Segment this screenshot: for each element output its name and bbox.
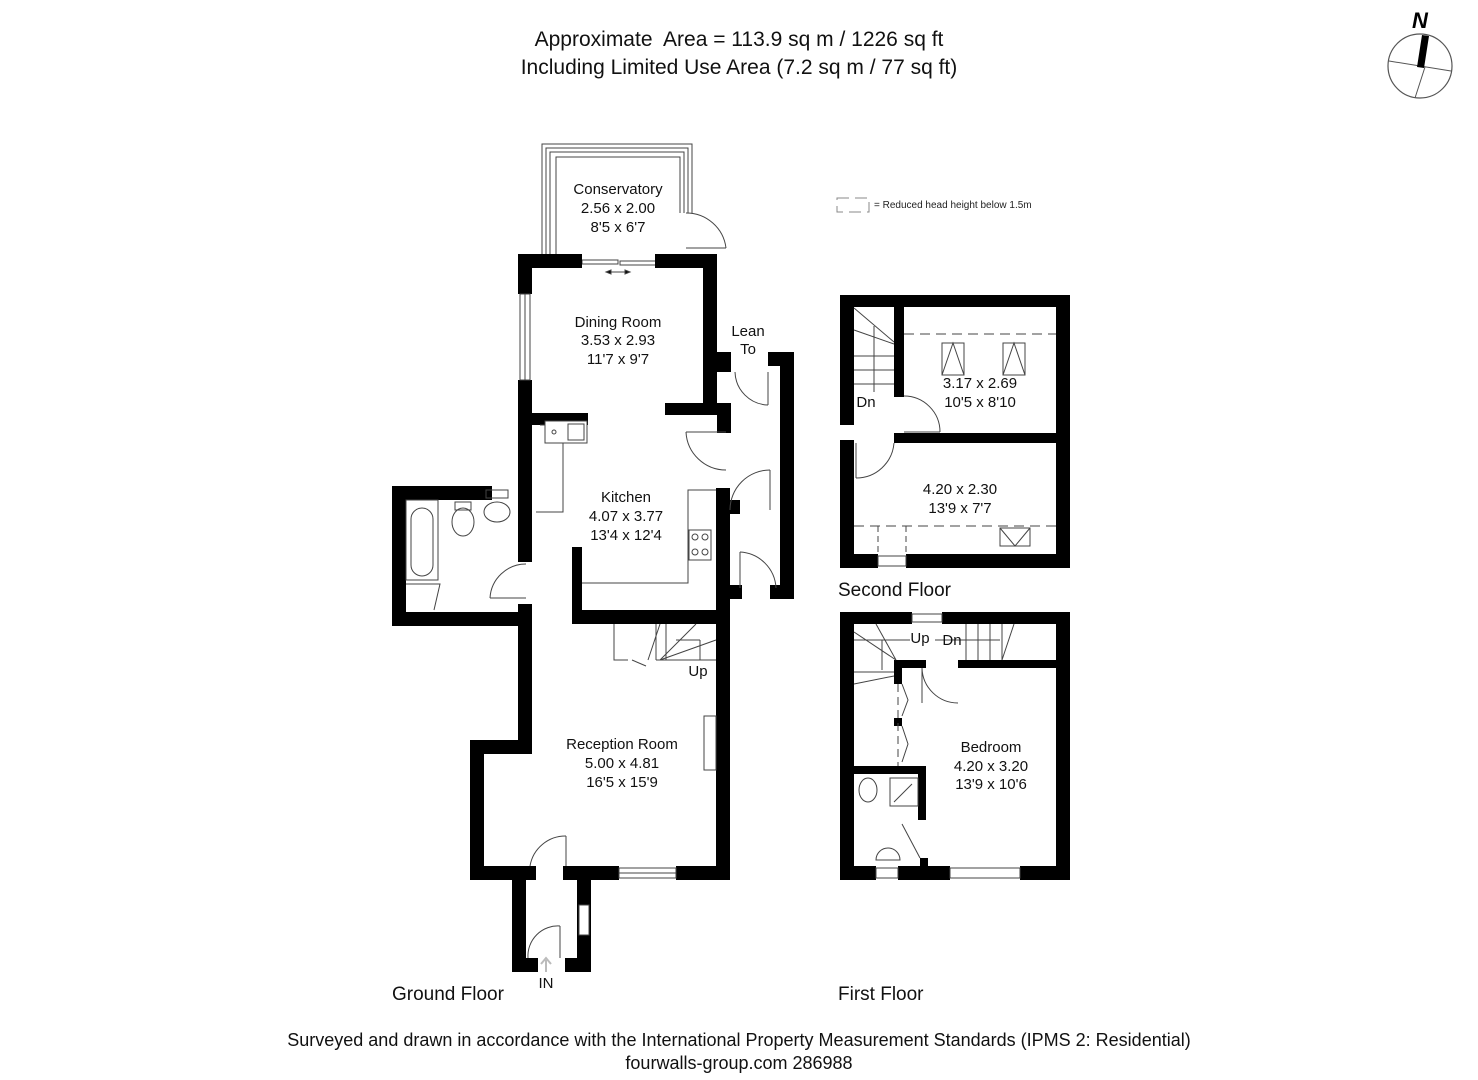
lean-to-label-2: To	[740, 341, 756, 358]
room-metric-dining: 3.53 x 2.93	[581, 332, 655, 349]
second-floor-stairs-down-label: Dn	[856, 394, 875, 411]
kitchen-fittings	[536, 420, 716, 584]
first-floor-walls	[840, 612, 1070, 880]
room-imperial-bedroom: 13'9 x 10'6	[955, 776, 1027, 793]
room-imperial-reception: 16'5 x 15'9	[586, 774, 658, 791]
entrance-label: IN	[539, 975, 554, 992]
conservatory-frame	[541, 143, 727, 258]
limited-use-area-text: Including Limited Use Area (7.2 sq m / 7…	[520, 56, 958, 79]
room-imperial-second-upper: 10'5 x 8'10	[944, 394, 1016, 411]
fireplace	[703, 715, 717, 771]
room-metric-kitchen: 4.07 x 3.77	[589, 508, 663, 525]
standards-note: Surveyed and drawn in accordance with th…	[287, 1030, 1191, 1050]
ground-floor-label: Ground Floor	[392, 984, 504, 1005]
ground-floor-stairs	[613, 623, 717, 667]
first-floor-label: First Floor	[838, 984, 924, 1005]
ground-floor-doors	[489, 371, 777, 959]
bathroom-fittings	[405, 489, 511, 611]
room-imperial-conservatory: 8'5 x 6'7	[591, 219, 646, 236]
lean-to-label-1: Lean	[731, 323, 764, 340]
room-name-conservatory: Conservatory	[573, 181, 663, 198]
room-metric-conservatory: 2.56 x 2.00	[581, 200, 655, 217]
legend-text: = Reduced head height below 1.5m	[874, 199, 1032, 211]
sliding-door	[581, 259, 657, 275]
second-floor-details	[853, 307, 1056, 567]
room-metric-second-upper: 3.17 x 2.69	[943, 375, 1017, 392]
room-imperial-second-lower: 13'9 x 7'7	[928, 500, 991, 517]
footer: Surveyed and drawn in accordance with th…	[0, 1029, 1478, 1075]
room-imperial-dining: 11'7 x 9'7	[587, 351, 649, 368]
north-label: N	[1412, 8, 1429, 33]
ground-floor-walls	[392, 254, 794, 972]
entrance-arrow-icon	[540, 956, 552, 972]
stairs-up-label: Up	[688, 663, 707, 680]
second-floor-walls	[840, 295, 1070, 568]
ground-floor-plan: Conservatory 2.56 x 2.00 8'5 x 6'7 Dinin…	[392, 143, 794, 992]
room-name-kitchen: Kitchen	[601, 489, 651, 506]
room-imperial-kitchen: 13'4 x 12'4	[590, 527, 662, 544]
second-floor-plan: Dn 3.17 x 2.69 10'5 x 8'10 4.20 x 2.30 1…	[840, 295, 1070, 568]
legend: = Reduced head height below 1.5m	[836, 196, 1032, 214]
first-floor-stairs-up-label: Up	[910, 630, 929, 647]
dashed-box-icon	[836, 197, 870, 213]
room-name-dining: Dining Room	[575, 314, 662, 331]
first-floor-stairs-down-label: Dn	[942, 632, 961, 649]
first-floor-plan: Up Dn Bedroom 4.20 x 3.20 13'9 x 10'6	[840, 612, 1070, 880]
room-name-bedroom: Bedroom	[961, 739, 1022, 756]
north-arrow-icon: N	[1387, 8, 1453, 99]
ground-floor-windows	[519, 293, 677, 936]
area-summary: Approximate Area = 113.9 sq m / 1226 sq …	[0, 26, 1478, 82]
website-reference: fourwalls-group.com 286988	[625, 1053, 853, 1073]
room-metric-bedroom: 4.20 x 3.20	[954, 758, 1028, 775]
first-floor-details	[853, 613, 1021, 879]
room-name-reception: Reception Room	[566, 736, 678, 753]
second-floor-label: Second Floor	[838, 580, 952, 601]
room-metric-second-lower: 4.20 x 2.30	[923, 481, 997, 498]
room-metric-reception: 5.00 x 4.81	[585, 755, 659, 772]
total-area-text: Approximate Area = 113.9 sq m / 1226 sq …	[534, 28, 944, 51]
